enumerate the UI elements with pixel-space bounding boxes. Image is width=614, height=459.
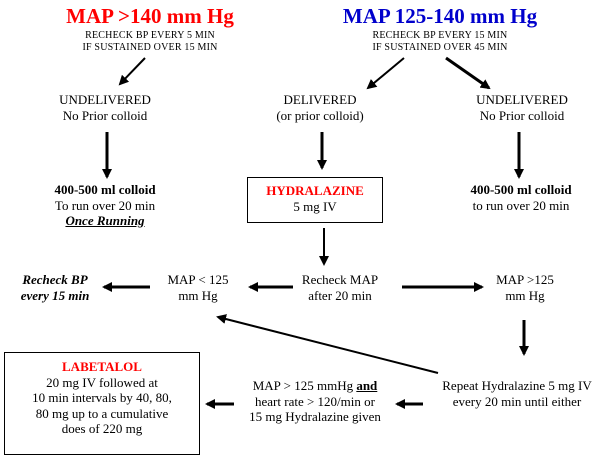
undelivered-right: UNDELIVERED No Prior colloid (452, 92, 592, 123)
arrow-map140-to-undelivered (118, 57, 146, 86)
map-above-125: MAP >125 mm Hg (470, 272, 580, 303)
hydralazine-dose: 5 mg IV (293, 198, 337, 214)
criteria-line1b: and (356, 378, 378, 393)
repeat-hydralazine-line1: Repeat Hydralazine 5 mg IV (442, 378, 592, 393)
map-high-line1: MAP >125 (496, 272, 554, 287)
labetalol-line4: does of 220 mg (61, 421, 143, 437)
map-below-125: MAP < 125 mm Hg (143, 272, 253, 303)
recheck-bp-line2: every 15 min (20, 287, 90, 303)
labetalol-criteria: MAP > 125 mmHg and heart rate > 120/min … (226, 378, 404, 425)
recheck-bp-line1: Recheck BP (22, 272, 88, 287)
arrow-map125-to-undelivered-right (445, 56, 491, 90)
recheck-bp: Recheck BP every 15 min (2, 272, 108, 303)
undelivered-left-line2: No Prior colloid (62, 107, 148, 123)
labetalol-box: LABETALOL 20 mg IV followed at 10 min in… (4, 352, 200, 455)
colloid-right-line1: 400-500 ml colloid (470, 182, 572, 197)
header-left-title: MAP >140 mm Hg (66, 4, 234, 28)
colloid-left-line2: To run over 20 min (54, 197, 156, 213)
map-low-line1: MAP < 125 (167, 272, 229, 287)
header-left-line1: RECHECK BP EVERY 5 MIN (85, 30, 215, 42)
colloid-left-line1: 400-500 ml colloid (54, 182, 156, 197)
hydralazine-title: HYDRALAZINE (266, 183, 364, 198)
header-right-line1: RECHECK BP EVERY 15 MIN (372, 30, 508, 42)
header-map-125-140: MAP 125-140 mm Hg RECHECK BP EVERY 15 MI… (330, 5, 550, 54)
colloid-left: 400-500 ml colloid To run over 20 min On… (30, 182, 180, 229)
header-right-line2: IF SUSTAINED OVER 45 MIN (372, 42, 508, 54)
undelivered-left-line1: UNDELIVERED (59, 92, 151, 107)
repeat-hydralazine-line2: every 20 min until either (452, 393, 582, 409)
recheck-map: Recheck MAP after 20 min (278, 272, 402, 303)
delivered: DELIVERED (or prior colloid) (250, 92, 390, 123)
arrow-repeat-to-maplow (216, 314, 439, 374)
undelivered-left: UNDELIVERED No Prior colloid (35, 92, 175, 123)
undelivered-right-line2: No Prior colloid (479, 107, 565, 123)
repeat-hydralazine: Repeat Hydralazine 5 mg IV every 20 min … (422, 378, 612, 409)
criteria-line1a: MAP > 125 mmHg (252, 378, 357, 393)
map-low-line2: mm Hg (178, 287, 218, 303)
labetalol-line1: 20 mg IV followed at (46, 374, 158, 390)
header-map-over-140: MAP >140 mm Hg RECHECK BP EVERY 5 MIN IF… (40, 5, 260, 54)
colloid-right: 400-500 ml colloid to run over 20 min (446, 182, 596, 213)
header-left-line2: IF SUSTAINED OVER 15 MIN (82, 42, 218, 54)
colloid-left-line3: Once Running (65, 213, 145, 229)
header-right-title: MAP 125-140 mm Hg (342, 4, 538, 28)
criteria-line1: MAP > 125 mmHg and (226, 378, 404, 394)
labetalol-line3: 80 mg up to a cumulative (35, 405, 169, 421)
delivered-line2: (or prior colloid) (276, 107, 364, 123)
recheck-map-line1: Recheck MAP (301, 272, 379, 287)
criteria-line3: 15 mg Hydralazine given (249, 409, 381, 425)
hydralazine-box: HYDRALAZINE 5 mg IV (247, 177, 383, 223)
labetalol-title: LABETALOL (62, 359, 142, 374)
arrow-map125-to-delivered (366, 57, 405, 90)
labetalol-line2: 10 min intervals by 40, 80, (32, 390, 172, 406)
map-high-line2: mm Hg (505, 287, 545, 303)
colloid-right-line2: to run over 20 min (472, 197, 570, 213)
recheck-map-line2: after 20 min (308, 287, 372, 303)
delivered-line1: DELIVERED (283, 92, 357, 107)
undelivered-right-line1: UNDELIVERED (476, 92, 568, 107)
criteria-line2: heart rate > 120/min or (255, 393, 375, 409)
